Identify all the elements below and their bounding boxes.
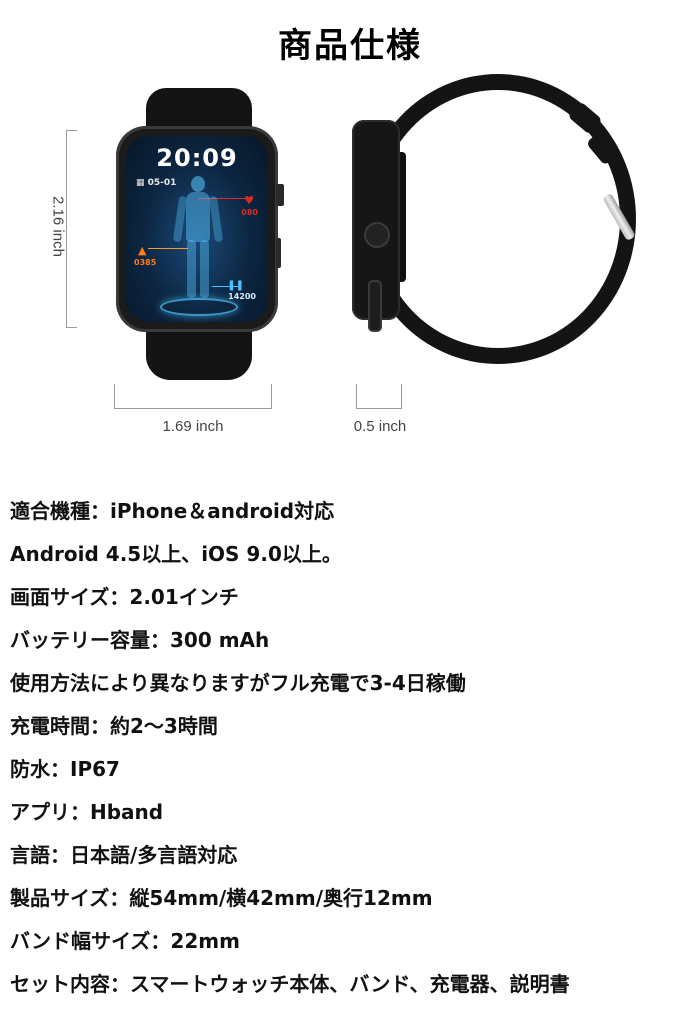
- heart-rate-value: 080: [241, 208, 258, 217]
- side-button: [368, 280, 382, 332]
- watch-time: 20:09: [156, 144, 238, 172]
- watch-date-value: 05-01: [147, 178, 177, 188]
- steps-value: 14200: [228, 292, 256, 301]
- calorie-pointer-line: [148, 248, 188, 249]
- spec-screen-size: 画面サイズ：2.01インチ: [10, 585, 239, 609]
- spec-product-size: 製品サイズ：縦54mm/横42mm/奥行12mm: [10, 886, 433, 910]
- spec-os-requirement: Android 4.5以上、iOS 9.0以上。: [10, 542, 342, 566]
- spec-charging-time: 充電時間：約2～3時間: [10, 714, 218, 738]
- spec-list: 適合機種：iPhone＆android対応 Android 4.5以上、iOS …: [10, 494, 700, 1010]
- watch-strap-bottom: [146, 324, 252, 380]
- heart-pointer-line: [198, 198, 246, 199]
- fire-icon: ▲: [138, 244, 147, 257]
- height-dimension-label: 2.16 inch: [49, 196, 67, 257]
- calories-value: 0385: [134, 258, 157, 267]
- watch-side-image: [352, 72, 652, 372]
- spec-compatible-devices: 適合機種：iPhone＆android対応: [10, 499, 335, 523]
- calendar-icon: ▦: [136, 178, 145, 188]
- spec-waterproof: 防水：IP67: [10, 757, 120, 781]
- footprints-icon: ❚❚: [227, 280, 244, 291]
- spec-app: アプリ：Hband: [10, 800, 164, 824]
- watch-crown: [276, 184, 284, 206]
- watch-side-button: [276, 238, 281, 268]
- depth-dimension-label: 0.5 inch: [353, 418, 407, 435]
- watch-date: ▦ 05-01: [136, 178, 176, 188]
- spec-language: 言語：日本語/多言語対応: [10, 843, 238, 867]
- spec-battery-life: 使用方法により異なりますがフル充電で3-4日稼働: [10, 671, 466, 695]
- depth-dimension-bracket: [356, 384, 402, 409]
- height-dimension-bracket: [66, 130, 77, 328]
- crown-icon: [364, 222, 390, 248]
- width-dimension-label: 1.69 inch: [162, 418, 224, 435]
- watch-case-side: [352, 120, 400, 332]
- holo-platform: [160, 298, 238, 316]
- watch-front-image: 20:09 ▦ 05-01 ♥ 080 ▲ 0385 ❚❚ 14200: [116, 88, 286, 380]
- steps-pointer-line: [212, 286, 238, 287]
- watch-screen: 20:09 ▦ 05-01 ♥ 080 ▲ 0385 ❚❚ 14200: [126, 136, 268, 322]
- heart-icon: ♥: [244, 194, 254, 207]
- spec-battery-capacity: バッテリー容量：300 mAh: [10, 628, 270, 652]
- spec-band-width: バンド幅サイズ：22mm: [10, 929, 240, 953]
- width-dimension-bracket: [114, 384, 272, 409]
- spec-package-contents: セット内容：スマートウォッチ本体、バンド、充電器、説明書: [10, 972, 570, 996]
- page-title: 商品仕様: [278, 26, 422, 66]
- human-body-figure: [172, 176, 224, 300]
